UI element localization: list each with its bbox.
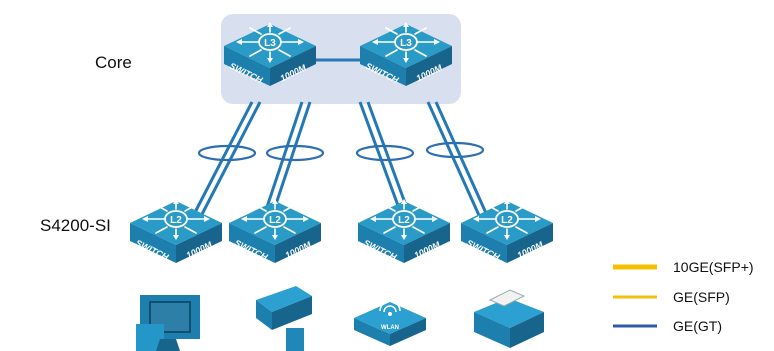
legend-item-ge-sfp: GE(SFP) [613,289,730,305]
access-switch-3[interactable]: L2 SWITCH 1000M [357,198,451,264]
pc-icon[interactable] [136,295,200,351]
lag-ring-1 [197,144,257,162]
legend-label: GE(GT) [673,318,722,334]
switch-badge: L2 [269,215,281,226]
lag-ring-2 [265,144,325,162]
switch-badge: L2 [501,215,513,226]
switch-badge: L3 [264,38,276,49]
core-tier-label: Core [95,53,132,72]
wlan-label: WLAN [381,325,399,331]
legend-item-ge-gt: GE(GT) [613,318,722,334]
legend: 10GE(SFP+) GE(SFP) GE(GT) [613,259,754,334]
lag-rings [197,141,485,162]
switch-badge: L2 [398,215,410,226]
access-tier-label: S4200-SI [40,216,111,235]
lag-ring-3 [355,144,415,162]
switch-badge: L2 [170,215,182,226]
access-switch-2[interactable]: L2 SWITCH 1000M [228,198,322,264]
uplinks [188,101,492,223]
access-switch-1[interactable]: L2 SWITCH 1000M [129,198,223,264]
printer-icon[interactable] [474,289,544,348]
lag-ring-4 [425,141,485,159]
wlan-ap-icon[interactable]: WLAN [354,300,426,346]
legend-label: 10GE(SFP+) [673,259,754,275]
legend-item-10ge-sfp: 10GE(SFP+) [613,259,754,275]
legend-label: GE(SFP) [673,289,730,305]
switch-badge: L3 [400,38,412,49]
camera-icon[interactable] [256,286,312,351]
